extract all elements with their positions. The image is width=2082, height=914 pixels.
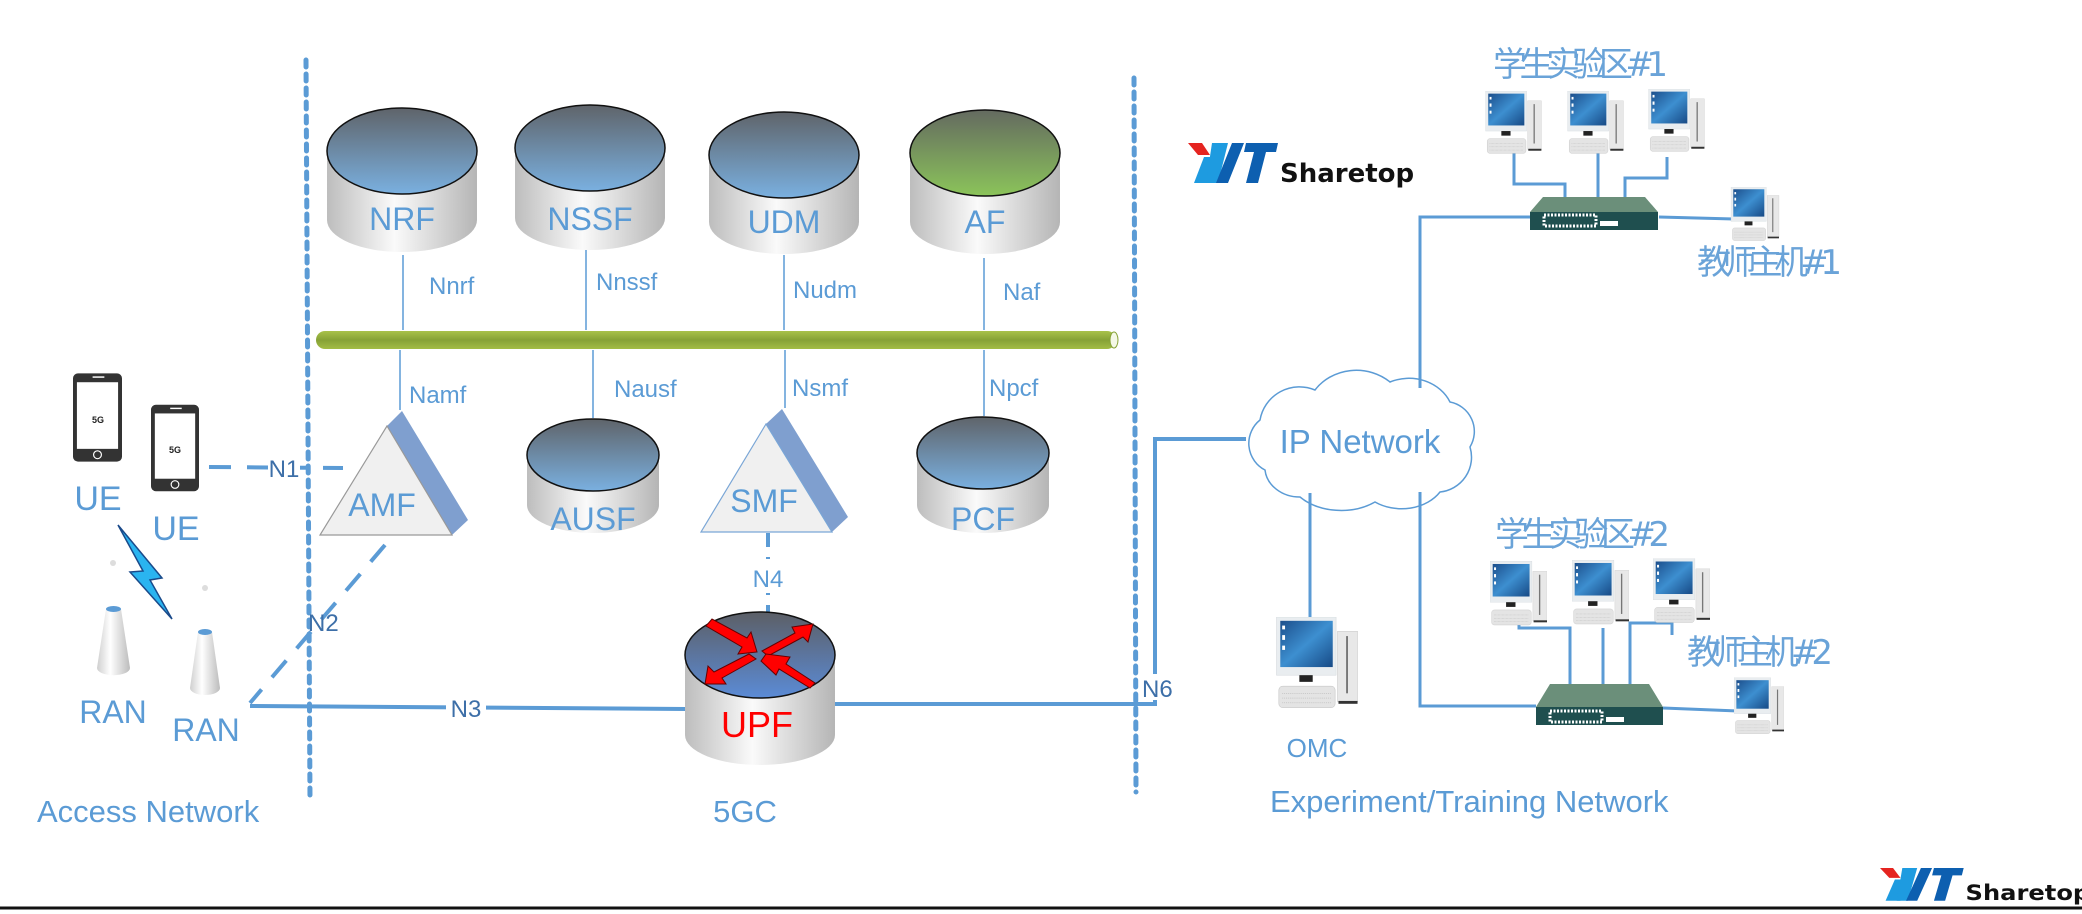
sharetop-logo-top: Sharetop [1188, 143, 1414, 189]
nf-label: NSSF [547, 201, 632, 237]
n4-label: N4 [753, 566, 784, 593]
nf-udm[interactable]: UDM [708, 111, 860, 254]
routing-arrows-icon [704, 618, 816, 689]
interface-naf: Naf [1003, 279, 1041, 306]
wireless-lightning-icon [117, 524, 173, 620]
ue-label: UE [152, 510, 199, 548]
interface-npcf: Npcf [989, 375, 1039, 402]
cloud-label: IP Network [1280, 423, 1441, 460]
nf-label: UDM [748, 204, 821, 240]
access-network-label: Access Network [37, 794, 260, 829]
nf-pcf[interactable]: PCF [916, 416, 1050, 537]
nf-nssf[interactable]: NSSF [514, 104, 666, 250]
phone-screen-label: 5G [92, 415, 104, 425]
nf-amf[interactable]: AMF [318, 411, 468, 536]
n3-label: N3 [451, 696, 482, 723]
5gc-label: 5GC [713, 794, 777, 829]
ue-label: UE [74, 480, 121, 518]
interface-nudm: Nudm [793, 277, 857, 304]
lab2-student-pc-3[interactable] [1653, 558, 1710, 623]
lab1-student-pc-3[interactable] [1648, 89, 1705, 152]
teacher1-label: 教师主机#1 [1697, 243, 1842, 283]
lan-cables [1308, 150, 1739, 713]
nf-label: PCF [951, 501, 1015, 537]
lab1-label: 学生实验区#1 [1493, 45, 1668, 85]
phone-screen-label: 5G [169, 445, 181, 455]
nf-label: AUSF [550, 501, 635, 537]
logo-text: Sharetop [1280, 159, 1414, 189]
omc-computer[interactable] [1276, 617, 1358, 708]
ran-label: RAN [172, 712, 240, 748]
omc-label: OMC [1287, 733, 1348, 763]
lab1-student-pc-2[interactable] [1567, 91, 1624, 154]
nf-smf[interactable]: SMF [699, 409, 848, 533]
interface-namf: Namf [409, 382, 467, 409]
teacher-pc-1[interactable] [1730, 187, 1780, 241]
ran-tower-2[interactable] [190, 629, 220, 695]
sharetop-logo-bottom: Sharetop [1880, 868, 2082, 906]
interface-lines [399, 250, 985, 418]
core-network-divider [1131, 75, 1139, 795]
nf-label: AMF [348, 487, 416, 523]
lab2-student-pc-1[interactable] [1490, 561, 1547, 626]
experiment-network-label: Experiment/Training Network [1270, 784, 1669, 819]
n6-label: N6 [1142, 676, 1173, 703]
nf-label: SMF [730, 483, 798, 519]
nf-label: NRF [369, 201, 435, 237]
service-based-bus [316, 331, 1119, 349]
interface-nausf: Nausf [614, 376, 677, 403]
n2-link [248, 543, 387, 705]
nf-nrf[interactable]: NRF [326, 107, 478, 252]
access-core-divider [303, 57, 313, 803]
teacher2-label: 教师主机#2 [1687, 633, 1833, 673]
logo-text: Sharetop [1966, 881, 2082, 905]
n2-label: N2 [308, 610, 339, 637]
upf-label: UPF [721, 704, 793, 745]
upf-router[interactable]: UPF [684, 611, 836, 765]
nf-label: AF [965, 204, 1006, 240]
switch-2[interactable] [1536, 684, 1663, 725]
n6-link [833, 437, 1246, 706]
lab2-student-pc-2[interactable] [1572, 560, 1629, 625]
ran-label: RAN [79, 694, 147, 730]
interface-nnrf: Nnrf [429, 273, 475, 300]
switch-1[interactable] [1530, 197, 1658, 230]
interface-nnssf: Nnssf [596, 269, 658, 296]
teacher-pc-2[interactable] [1734, 677, 1784, 734]
ran-tower-1[interactable] [97, 606, 130, 676]
nf-af[interactable]: AF [909, 109, 1061, 254]
lab2-label: 学生实验区#2 [1495, 515, 1670, 555]
interface-nsmf: Nsmf [792, 375, 848, 402]
nf-ausf[interactable]: AUSF [526, 418, 660, 537]
lab1-student-pc-1[interactable] [1485, 91, 1542, 154]
n1-label: N1 [269, 456, 300, 483]
ip-network-cloud[interactable]: IP Network [1248, 369, 1476, 512]
